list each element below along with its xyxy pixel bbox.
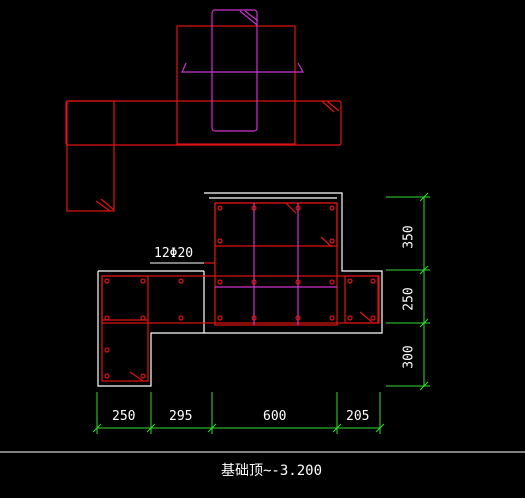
section-outline	[97, 192, 383, 387]
rebar-spec-label: 12Φ20	[154, 246, 194, 261]
dim-v-3: 300	[401, 345, 417, 369]
upper-vertical-stirrup	[176, 25, 296, 145]
rebar-dot	[104, 373, 110, 379]
right-stirrup	[344, 275, 379, 324]
upper-tie-hook	[239, 10, 259, 26]
rebar-dot	[178, 315, 184, 321]
rebar-dot	[329, 315, 335, 321]
rebar-dot	[329, 279, 335, 285]
rebar-dot	[295, 279, 301, 285]
rebar-dot	[217, 315, 223, 321]
rebar-dot	[329, 205, 335, 211]
rebar-dot	[251, 315, 257, 321]
upper-stirrup-hook-right	[321, 100, 340, 113]
rebar-dot	[295, 205, 301, 211]
rebar-dot	[140, 373, 146, 379]
drawing-caption: 基础顶~-3.200	[221, 463, 323, 479]
upper-vertical-tie	[211, 9, 258, 132]
dim-h-1: 250	[112, 409, 136, 424]
rebar-dot	[217, 205, 223, 211]
rebar-dot	[178, 278, 184, 284]
rebar-dot	[347, 315, 353, 321]
rebar-dot	[347, 278, 353, 284]
rebar-dot	[104, 315, 110, 321]
rebar-dot	[140, 278, 146, 284]
dim-h-3: 600	[263, 409, 287, 424]
rebar-dot	[140, 315, 146, 321]
upper-horizontal-stirrup	[65, 100, 342, 146]
core-stirrup	[214, 202, 338, 326]
rebar-dot	[251, 205, 257, 211]
rebar-dots	[104, 205, 376, 379]
rebar-dot	[370, 278, 376, 284]
dim-v-2: 250	[401, 287, 417, 311]
rebar-dot	[104, 347, 110, 353]
dim-h-2: 295	[169, 409, 193, 424]
vertical-dimension-chain	[386, 192, 430, 391]
rebar-dot	[217, 238, 223, 244]
left-stirrup	[101, 275, 149, 382]
lower-section-detail	[97, 192, 383, 387]
rebar-dot	[251, 279, 257, 285]
dim-h-4: 205	[346, 409, 370, 424]
upper-stirrup-detail	[65, 9, 342, 212]
rebar-dot	[329, 238, 335, 244]
top-stirrup	[214, 202, 338, 247]
dim-v-1: 350	[401, 225, 417, 249]
rebar-dot	[104, 278, 110, 284]
upper-stirrup-hook	[95, 198, 115, 212]
upper-left-stirrup	[66, 100, 115, 212]
stirrup-hooks	[129, 202, 373, 382]
upper-horizontal-tie	[181, 62, 304, 73]
horizontal-dimension-chain	[92, 392, 385, 434]
rebar-dot	[217, 279, 223, 285]
rebar-dot	[370, 315, 376, 321]
rebar-dot	[295, 315, 301, 321]
